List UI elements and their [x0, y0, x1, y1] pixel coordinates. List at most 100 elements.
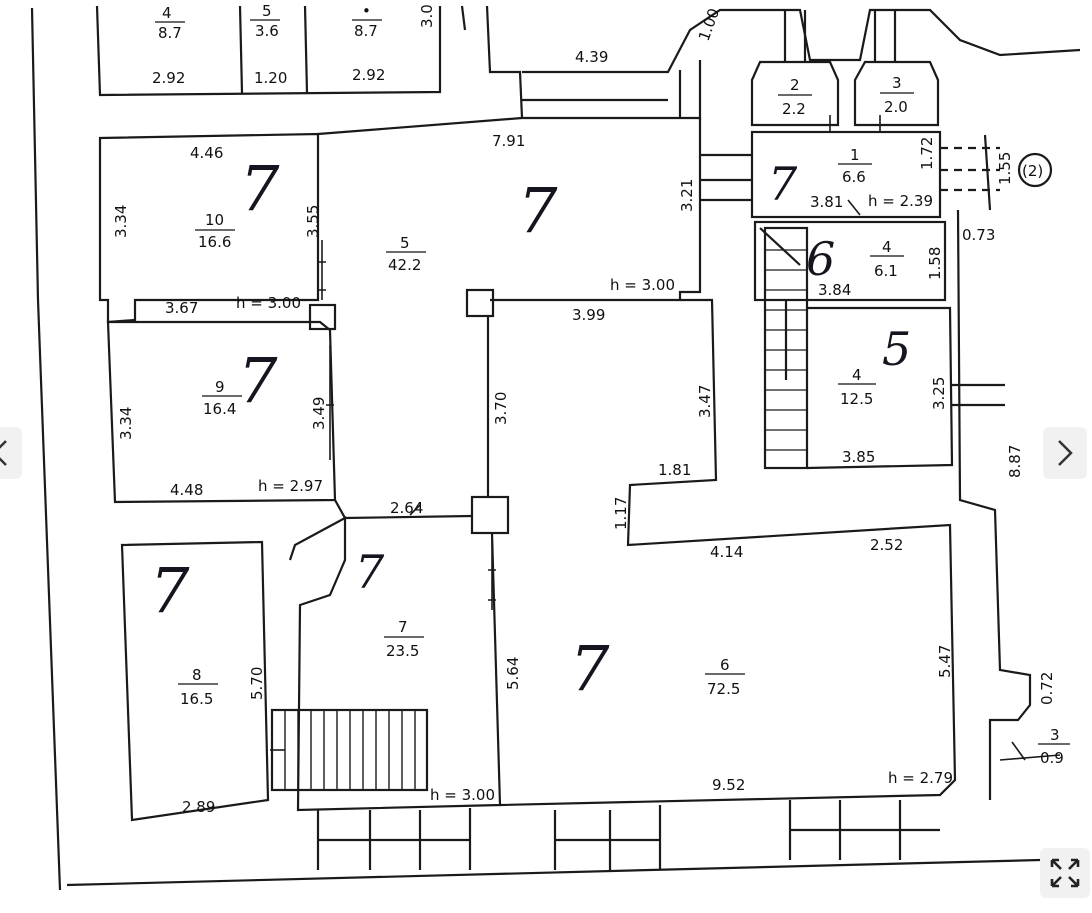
dim-label: 3.34 — [117, 407, 135, 440]
dim-label: 1.58 — [926, 247, 944, 280]
dim-label: 3.84 — [818, 281, 851, 299]
dim-label: 2.52 — [870, 536, 903, 554]
dim-label: 1.55 — [996, 152, 1014, 185]
dim-label: 3.70 — [492, 392, 510, 425]
svg-text:12.5: 12.5 — [840, 390, 873, 408]
svg-text:6: 6 — [720, 656, 730, 674]
dim-label: 3.55 — [304, 205, 322, 238]
dim-label: 4.48 — [170, 481, 203, 499]
handwritten-category-mark: 7 — [238, 344, 278, 417]
dim-label: h = 2.97 — [258, 477, 323, 495]
dim-label: 2.89 — [182, 798, 215, 816]
room-label: 4 12.5 — [838, 366, 876, 408]
dim-label: 2.64 — [390, 499, 423, 517]
dim-label: 3.49 — [310, 397, 328, 430]
svg-text:8: 8 — [192, 666, 202, 684]
dim-label: 1.00 — [695, 6, 723, 44]
dim-label: 1.17 — [612, 497, 630, 530]
handwritten-category-mark: 7 — [240, 152, 280, 225]
svg-text:72.5: 72.5 — [707, 680, 740, 698]
dim-label: 1.81 — [658, 461, 691, 479]
dim-label: 2.92 — [352, 66, 385, 84]
room-label: 3 0.9 — [1038, 726, 1070, 767]
svg-text:42.2: 42.2 — [388, 256, 421, 274]
dim-label: 3.47 — [696, 385, 714, 418]
dim-label: 1.72 — [918, 137, 936, 170]
svg-text:7: 7 — [398, 618, 408, 636]
svg-text:16.6: 16.6 — [198, 233, 231, 251]
svg-text:4: 4 — [162, 4, 172, 22]
dim-label: 8.87 — [1006, 445, 1024, 478]
svg-text:8.7: 8.7 — [158, 24, 182, 42]
dim-label: 4.14 — [710, 543, 743, 561]
dim-label: 3.25 — [930, 377, 948, 410]
dim-label: 9.52 — [712, 776, 745, 794]
dim-label: 3.0 — [418, 4, 436, 28]
chevron-left-icon — [0, 440, 7, 466]
svg-text:4: 4 — [882, 238, 892, 256]
dim-label: 5.47 — [936, 645, 954, 678]
handwritten-category-mark: 7 — [518, 174, 558, 247]
dim-label: 4.46 — [190, 144, 223, 162]
dim-label: 0.73 — [962, 226, 995, 244]
svg-text:23.5: 23.5 — [386, 642, 419, 660]
svg-text:3: 3 — [1050, 726, 1060, 744]
svg-text:5: 5 — [400, 234, 410, 252]
handwritten-category-mark: 7 — [150, 554, 190, 627]
dim-label: 3.99 — [572, 306, 605, 324]
dim-label: (2) — [1022, 162, 1043, 180]
room-label: 7 23.5 — [384, 618, 424, 660]
handwritten-category-mark: 5 — [882, 322, 911, 376]
svg-text:9: 9 — [215, 378, 225, 396]
svg-text:3.6: 3.6 — [255, 22, 279, 40]
chevron-right-icon — [1058, 440, 1073, 466]
handwritten-category-mark: 6 — [806, 232, 835, 286]
svg-text:6.1: 6.1 — [874, 262, 898, 280]
svg-text:8.7: 8.7 — [354, 22, 378, 40]
handwritten-category-mark: 7 — [570, 632, 610, 705]
dim-label: h = 3.00 — [236, 294, 301, 312]
room-label: 2 2.2 — [778, 76, 812, 118]
room-label: 6 72.5 — [705, 656, 745, 698]
room-label: 5 42.2 — [386, 234, 426, 274]
svg-text:16.5: 16.5 — [180, 690, 213, 708]
svg-text:2.2: 2.2 — [782, 100, 806, 118]
next-image-button[interactable] — [1043, 427, 1087, 479]
dim-label: 4.39 — [575, 48, 608, 66]
room-label: 3 2.0 — [880, 74, 914, 116]
dim-label: 3.85 — [842, 448, 875, 466]
dim-label: 1.20 — [254, 69, 287, 87]
fullscreen-button[interactable] — [1040, 848, 1090, 898]
handwritten-category-mark: 7 — [768, 157, 798, 211]
expand-icon — [1050, 858, 1080, 888]
dim-label: h = 2.79 — [888, 769, 953, 787]
dim-label: h = 2.39 — [868, 192, 933, 210]
room-label: • 8.7 — [352, 2, 382, 40]
svg-text:0.9: 0.9 — [1040, 749, 1064, 767]
room-label: 9 16.4 — [202, 378, 242, 418]
dim-label: 3.81 — [810, 193, 843, 211]
room-label: 4 6.1 — [870, 238, 904, 280]
dim-label: h = 3.00 — [430, 786, 495, 804]
svg-text:2: 2 — [790, 76, 800, 94]
room-label: 8 16.5 — [178, 666, 218, 708]
dim-label: 5.64 — [504, 657, 522, 690]
room-label: 1 6.6 — [838, 146, 872, 186]
handwritten-category-mark: 7 — [355, 545, 385, 599]
svg-text:6.6: 6.6 — [842, 168, 866, 186]
room-label: 4 8.7 — [155, 4, 185, 42]
dim-label: 3.34 — [112, 205, 130, 238]
dim-label: 3.21 — [678, 179, 696, 212]
dim-label: 3.67 — [165, 299, 198, 317]
dim-label: 2.92 — [152, 69, 185, 87]
svg-text:1: 1 — [850, 146, 860, 164]
dim-label: 7.91 — [492, 132, 525, 150]
dim-label: 5.70 — [248, 667, 266, 700]
svg-text:5: 5 — [262, 2, 272, 20]
room-label: 10 16.6 — [195, 211, 235, 251]
previous-image-button[interactable] — [0, 427, 22, 479]
svg-text:4: 4 — [852, 366, 862, 384]
dim-label: h = 3.00 — [610, 276, 675, 294]
